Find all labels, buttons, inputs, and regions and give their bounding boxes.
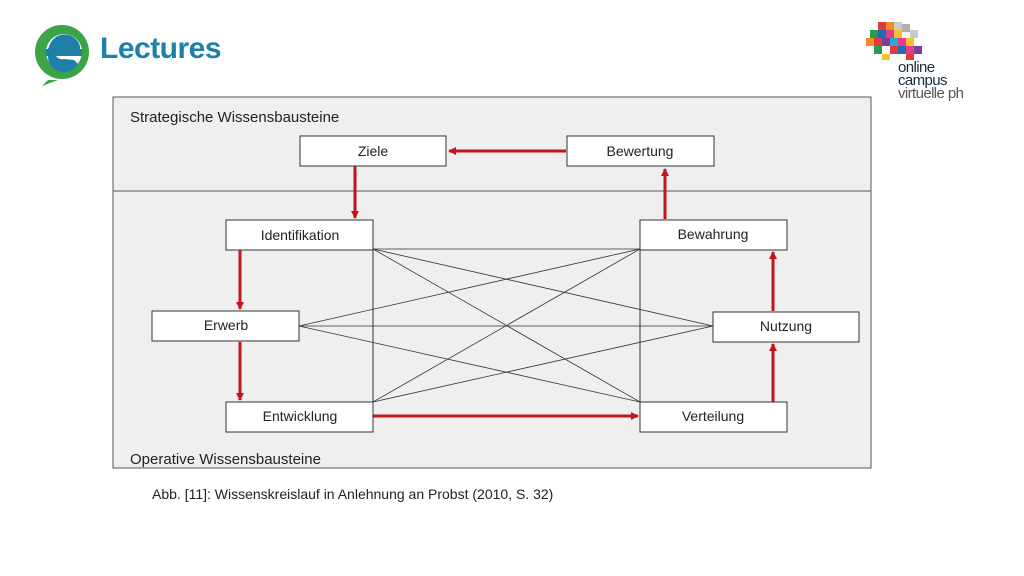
cross-connections bbox=[298, 248, 714, 403]
node-verteilung: Verteilung bbox=[682, 408, 744, 424]
campus-line-2: campus bbox=[898, 72, 948, 89]
node-entwicklung: Entwicklung bbox=[263, 408, 338, 424]
node-entwicklung-box bbox=[225, 401, 374, 433]
electures-logo: Lectures bbox=[28, 22, 248, 86]
mosaic-icon bbox=[866, 22, 922, 60]
node-verteilung-box bbox=[639, 401, 788, 433]
node-bewertung-box bbox=[566, 135, 715, 167]
node-bewahrung: Bewahrung bbox=[678, 226, 749, 242]
node-erwerb-box bbox=[151, 310, 300, 342]
node-nutzung: Nutzung bbox=[760, 318, 812, 334]
campus-line-3: virtuelle ph bbox=[898, 85, 964, 102]
node-identifikation: Identifikation bbox=[261, 227, 340, 243]
node-ziele: Ziele bbox=[358, 143, 389, 159]
node-ziele-box bbox=[299, 135, 447, 167]
node-bewahrung-box bbox=[639, 219, 788, 251]
online-campus-logo: online campus virtuelle ph bbox=[866, 22, 996, 102]
campus-line-1: online bbox=[898, 59, 935, 76]
e-letter-icon bbox=[35, 25, 89, 86]
node-bewertung: Bewertung bbox=[607, 143, 674, 159]
cycle-arrows bbox=[236, 147, 777, 420]
node-erwerb: Erwerb bbox=[204, 317, 249, 333]
logo-text: Lectures bbox=[100, 32, 222, 65]
section-bottom-label: Operative Wissensbausteine bbox=[130, 451, 321, 468]
section-top-label: Strategische Wissensbausteine bbox=[130, 109, 339, 126]
figure-caption: Abb. [11]: Wissenskreislauf in Anlehnung… bbox=[152, 486, 554, 502]
node-nutzung-box bbox=[712, 311, 860, 343]
node-identifikation-box bbox=[225, 219, 374, 251]
